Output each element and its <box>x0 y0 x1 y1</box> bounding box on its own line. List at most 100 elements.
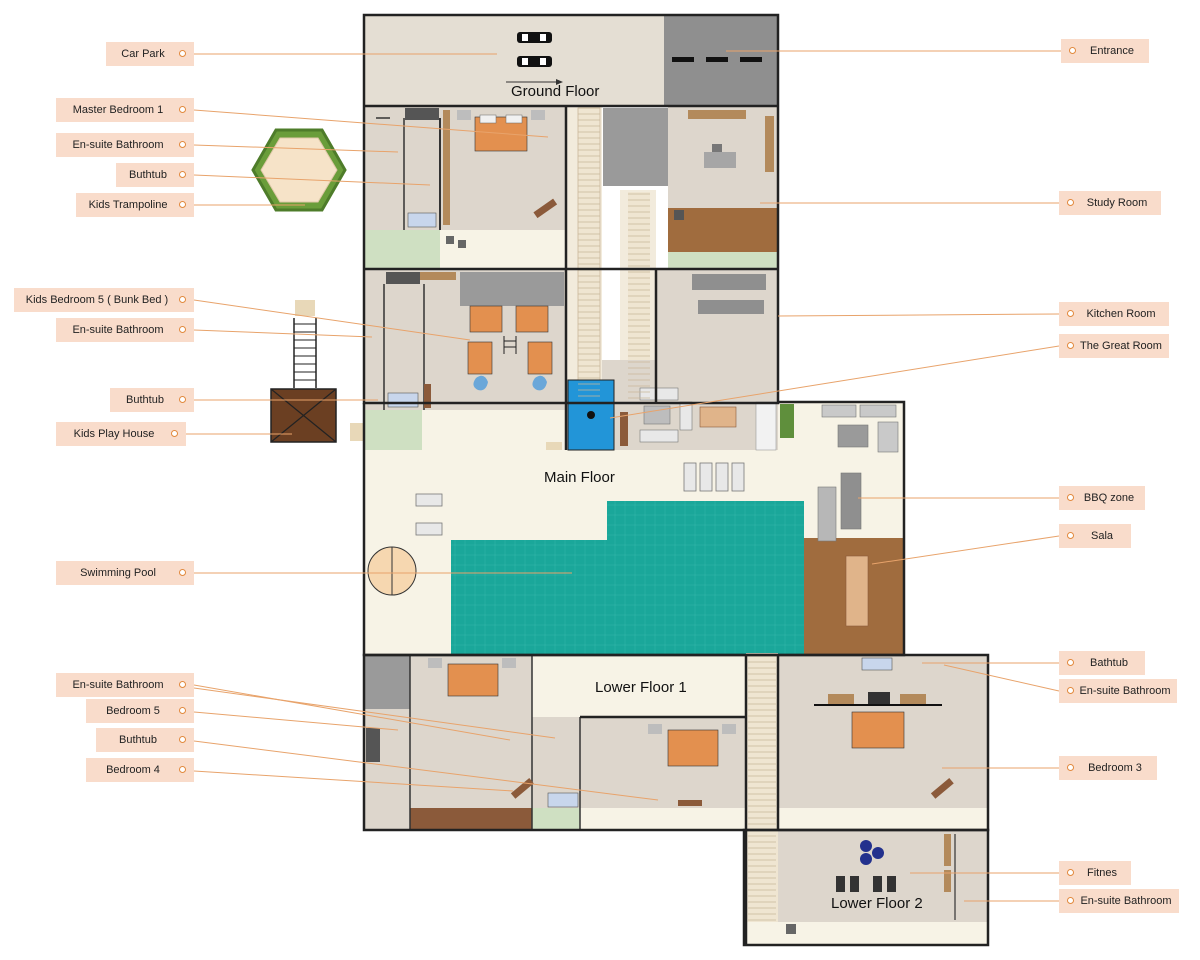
label-fitnes: Fitnes <box>1059 861 1131 885</box>
label-bedroom-5: Bedroom 5 <box>86 699 194 723</box>
stair-grey-block <box>603 108 668 186</box>
lower-floor-1 <box>364 655 988 830</box>
stair-landing-box <box>350 423 364 441</box>
label-text: Buthtub <box>119 734 157 746</box>
label-text: Kids Trampoline <box>88 199 168 211</box>
label-text: Bedroom 4 <box>106 764 160 776</box>
stair-treads-1 <box>577 107 601 401</box>
label-text: En-suite Bathroom <box>1080 895 1172 907</box>
stair-treads <box>578 107 776 939</box>
floor-name-lower-1: Lower Floor 1 <box>595 679 687 696</box>
master-buthtub <box>407 212 437 228</box>
label-kids-play-house: Kids Play House <box>56 422 186 446</box>
label-bbq-zone: BBQ zone <box>1059 486 1145 510</box>
label-kids-trampoline: Kids Trampoline <box>76 193 194 217</box>
label-bathtub-right: Bathtub <box>1059 651 1145 675</box>
label-text: En-suite Bathroom <box>1079 685 1171 697</box>
swimming-pool-upper <box>607 501 804 541</box>
label-ensuite-bathroom-2: En-suite Bathroom <box>56 318 194 342</box>
bed-bedroom-3 <box>851 711 905 749</box>
lower-buthtub <box>547 792 579 808</box>
label-text: En-suite Bathroom <box>72 139 164 151</box>
label-ensuite-bathroom-5: En-suite Bathroom <box>1059 889 1179 913</box>
label-ensuite-bathroom-1: En-suite Bathroom <box>56 133 194 157</box>
lower-staircase <box>746 653 778 945</box>
bedroom-4-deck <box>410 808 532 830</box>
label-buthtub-1: Buthtub <box>116 163 194 187</box>
bed-bedroom-4 <box>667 729 719 767</box>
master-bathroom-garden <box>364 230 440 268</box>
sun-loungers <box>415 462 745 536</box>
label-master-bedroom-1: Master Bedroom 1 <box>56 98 194 122</box>
fitness-balls <box>860 840 884 865</box>
lower-floor-2 <box>746 830 988 944</box>
kids-play-house <box>270 300 337 443</box>
label-buthtub-2: Buthtub <box>110 388 194 412</box>
floor-name-lower-2: Lower Floor 2 <box>831 895 923 912</box>
bed-bedroom-5 <box>447 663 499 697</box>
label-text: En-suite Bathroom <box>72 324 164 336</box>
direction-arrow <box>506 79 563 85</box>
label-text: Buthtub <box>126 394 164 406</box>
label-entrance: Entrance <box>1061 39 1149 63</box>
label-swimming-pool: Swimming Pool <box>56 561 194 585</box>
label-bedroom-3: Bedroom 3 <box>1059 756 1157 780</box>
sala-table <box>845 555 869 627</box>
floor-name-ground: Ground Floor <box>511 83 600 100</box>
right-bathtub <box>861 657 893 671</box>
great-room-furniture <box>620 387 737 446</box>
label-sala: Sala <box>1059 524 1131 548</box>
label-text: Swimming Pool <box>80 567 156 579</box>
label-text: Buthtub <box>129 169 167 181</box>
label-buthtub-3: Buthtub <box>96 728 194 752</box>
label-great-room: The Great Room <box>1059 334 1169 358</box>
bunk-ladder <box>503 336 517 354</box>
kitchen-counter-2 <box>698 300 764 314</box>
label-text: Fitnes <box>1087 867 1117 879</box>
label-bedroom-4: Bedroom 4 <box>86 758 194 782</box>
car-park-area <box>364 15 664 105</box>
label-text: Study Room <box>1086 197 1148 209</box>
bbq-zone-furniture <box>817 404 899 542</box>
label-text: Sala <box>1090 530 1114 542</box>
treadmills <box>836 876 896 892</box>
label-text: Bedroom 5 <box>106 705 160 717</box>
leader-lines <box>186 50 1061 902</box>
label-text: Entrance <box>1089 45 1135 57</box>
swimming-pool <box>451 540 804 654</box>
label-text: En-suite Bathroom <box>72 679 164 691</box>
label-study-room: Study Room <box>1059 191 1161 215</box>
label-text: Master Bedroom 1 <box>72 104 164 116</box>
pool-tile-grid <box>451 501 804 654</box>
kids-buthtub <box>387 392 419 408</box>
study-desk <box>704 152 736 168</box>
study-room-deck <box>668 208 778 252</box>
label-text: Bathtub <box>1090 657 1128 669</box>
label-text: Kids Bedroom 5 ( Bunk Bed ) <box>25 294 169 306</box>
label-text: Bedroom 3 <box>1088 762 1142 774</box>
label-kids-bedroom-5: Kids Bedroom 5 ( Bunk Bed ) <box>14 288 194 312</box>
road-dashes <box>672 57 762 62</box>
vertical-garden <box>780 404 794 438</box>
bunk-bed-1 <box>469 305 503 333</box>
building-walls <box>362 13 990 947</box>
floor-name-main: Main Floor <box>544 469 615 486</box>
car-icons <box>517 32 552 67</box>
master-bedroom-terrace <box>440 230 566 268</box>
label-text: Car Park <box>121 48 165 60</box>
label-text: The Great Room <box>1080 340 1162 352</box>
play-house-ladder <box>294 323 316 381</box>
main-floor <box>350 360 904 655</box>
label-ensuite-bathroom-4: En-suite Bathroom <box>1059 679 1177 703</box>
label-text: Kitchen Room <box>1086 308 1156 320</box>
label-text: BBQ zone <box>1083 492 1135 504</box>
label-text: Kids Play House <box>73 428 155 440</box>
label-ensuite-bathroom-3: En-suite Bathroom <box>56 673 194 697</box>
kitchen-counter-1 <box>692 274 766 290</box>
label-kitchen-room: Kitchen Room <box>1059 302 1169 326</box>
label-car-park: Car Park <box>106 42 194 66</box>
kids-trampoline <box>251 128 347 212</box>
bunk-bed-2 <box>515 305 549 333</box>
